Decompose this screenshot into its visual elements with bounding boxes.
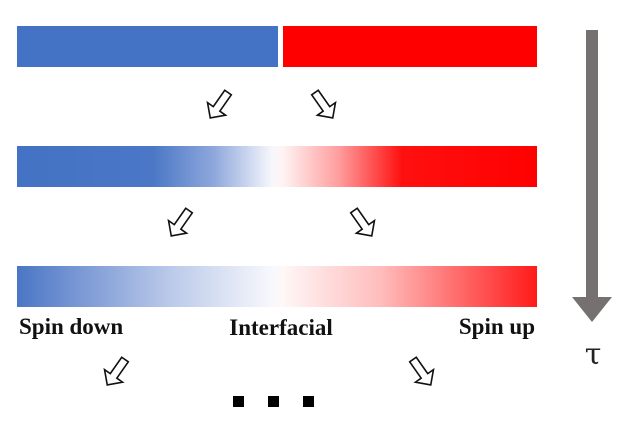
bar-stage-3 xyxy=(17,266,537,307)
bar-stage-2 xyxy=(17,146,537,187)
label-spin-up: Spin up xyxy=(459,314,535,339)
bar-stage-1 xyxy=(17,26,537,67)
arrow-icon xyxy=(349,207,376,237)
tau-symbol: τ xyxy=(585,337,602,372)
arrow-icon xyxy=(167,207,194,237)
bar-stage-1-spin-down xyxy=(17,26,278,67)
arrow-icon xyxy=(310,89,337,119)
arrow-icon xyxy=(103,356,130,386)
arrow-icon xyxy=(408,356,435,386)
label-interfacial: Interfacial xyxy=(229,315,332,340)
bar-stage-1-spin-up xyxy=(283,26,537,67)
down-arrow-icon xyxy=(572,30,612,322)
continuation-dots xyxy=(233,396,314,407)
label-spin-down: Spin down xyxy=(19,314,123,339)
arrow-icon xyxy=(206,89,233,119)
